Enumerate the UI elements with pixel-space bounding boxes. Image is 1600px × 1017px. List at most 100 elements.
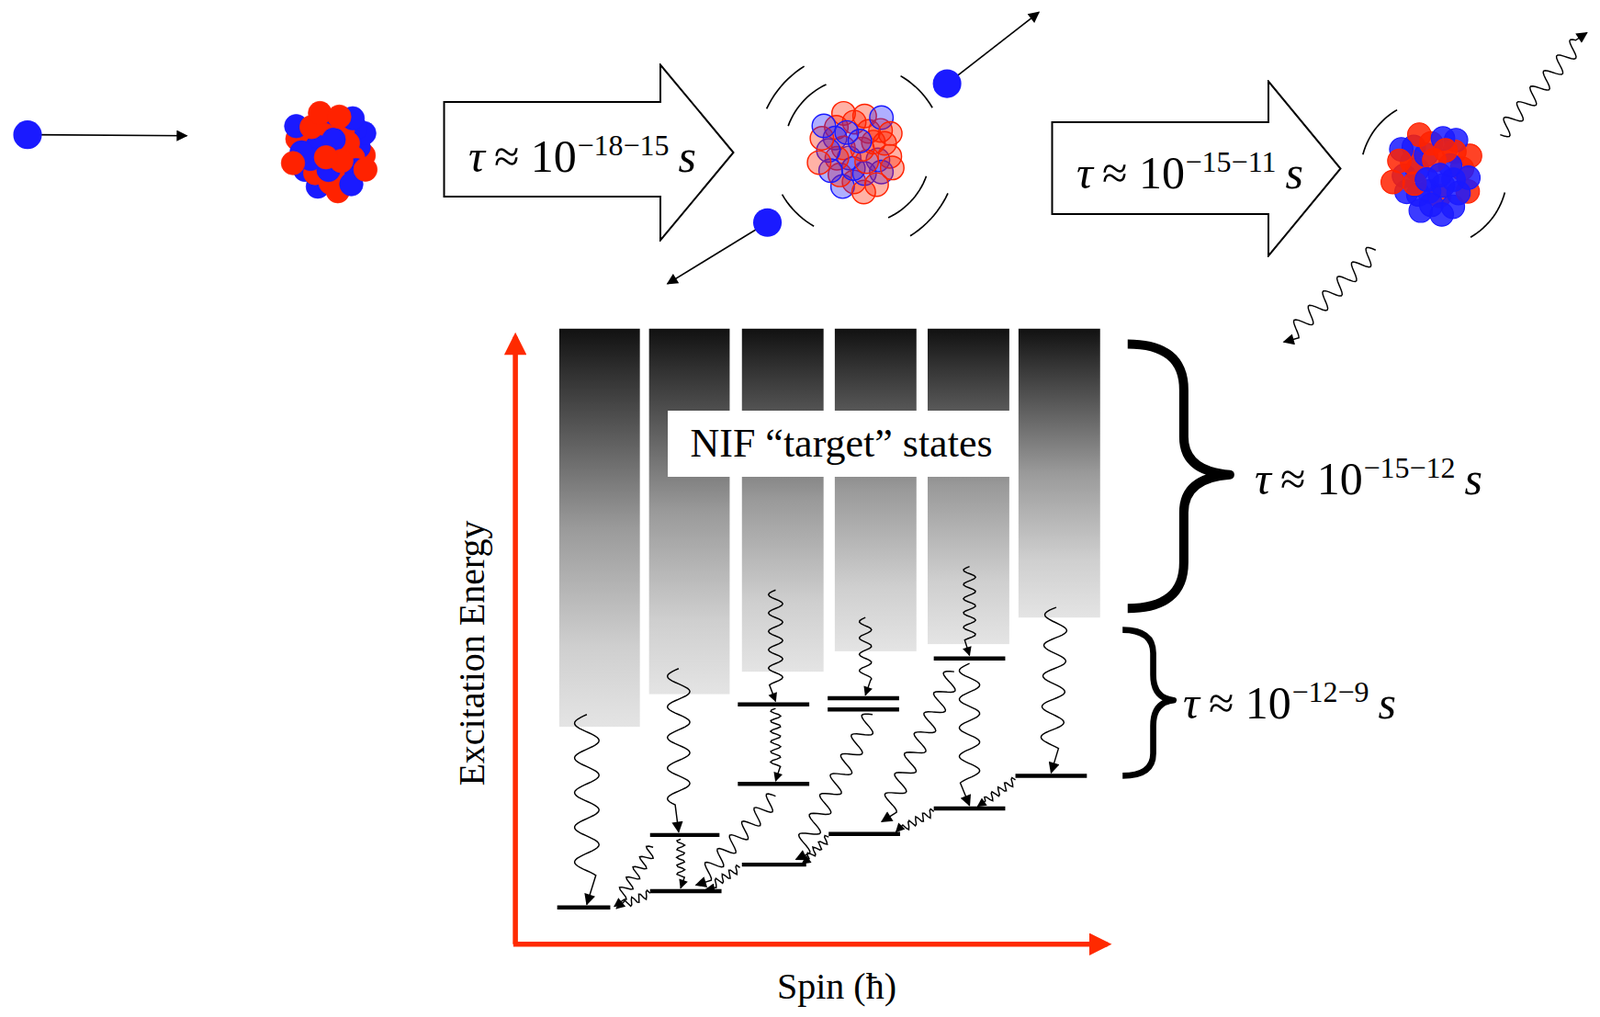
node-text: NIF “target” states — [689, 423, 992, 464]
node-text: s — [1284, 149, 1303, 196]
nucleon — [878, 122, 902, 147]
vibration-arc — [782, 194, 815, 227]
gamma-ray — [1499, 33, 1587, 137]
text-row: τ≈ 10−15−11s — [1076, 149, 1304, 196]
nucleon — [1387, 148, 1412, 173]
node-text: s — [678, 133, 697, 180]
gamma-ray — [768, 589, 784, 701]
gamma-ray — [796, 713, 874, 859]
gamma-ray — [616, 890, 651, 909]
level-line — [828, 832, 901, 836]
level-line — [650, 889, 722, 893]
level-line — [737, 701, 810, 706]
vibration-arc — [910, 192, 948, 236]
nucleon — [281, 151, 305, 176]
nucleus — [807, 101, 904, 204]
gamma-ray — [963, 566, 976, 656]
level-line — [827, 696, 900, 700]
particle-track — [667, 222, 768, 284]
label-text: s — [1464, 455, 1483, 502]
node-text: ≈ 10 — [1102, 149, 1185, 196]
gamma-ray — [1284, 247, 1376, 342]
label-text: τ — [1254, 455, 1272, 502]
nucleon — [1428, 163, 1453, 188]
text-row: NIF “target” states — [689, 423, 992, 464]
lifetime-label: τ≈ 10−12−9 s — [1183, 679, 1397, 726]
exponent-text: −12−9 — [1291, 676, 1369, 707]
nucleon — [807, 150, 832, 175]
state-band — [927, 328, 1010, 644]
label-text: s — [1378, 679, 1397, 726]
exponent-text: −15−11 — [1185, 146, 1277, 177]
text-row: τ≈ 10−18−15s — [468, 133, 697, 180]
nucleon — [1433, 138, 1458, 163]
label-text: τ — [1183, 679, 1200, 726]
vibration-arc — [788, 84, 826, 126]
gamma-ray — [958, 663, 980, 805]
state-band — [1018, 328, 1101, 618]
level-line — [737, 781, 810, 786]
gamma-ray — [574, 714, 600, 905]
gamma-ray — [1040, 607, 1067, 773]
vibration-arc — [888, 176, 926, 218]
gamma-ray — [977, 777, 1015, 806]
vibration-arc — [901, 76, 934, 109]
nucleus — [281, 101, 377, 203]
level-line — [1015, 773, 1088, 778]
process-arrow: τ≈ 10−15−11s — [1050, 79, 1342, 258]
label-text: ≈ 10 — [1208, 679, 1292, 726]
axis-label: Spin (ħ) — [777, 968, 897, 1005]
arrow-shape — [1052, 81, 1341, 257]
level-lines — [557, 658, 1088, 908]
neutron-ball — [12, 120, 42, 149]
level-line — [934, 806, 1006, 811]
level-line — [742, 862, 807, 867]
vibration-arc — [766, 66, 805, 109]
nucleus — [1381, 123, 1483, 226]
label-text: ≈ 10 — [1280, 455, 1364, 502]
state-band — [559, 328, 641, 727]
scaled-group — [12, 11, 1587, 944]
gamma-ray — [706, 865, 741, 890]
gamma-ray — [896, 809, 935, 833]
node-text: τ — [468, 133, 485, 180]
nucleon — [1430, 202, 1454, 227]
gamma-ray — [859, 617, 872, 695]
spin-axis — [513, 941, 1108, 947]
state-band — [742, 328, 824, 672]
lifetime-label: τ≈ 10−15−12 s — [1254, 455, 1483, 502]
nucleon — [327, 104, 352, 129]
level-line — [934, 655, 1006, 660]
energy-axis — [512, 337, 519, 945]
neutron-ball — [933, 69, 962, 99]
gamma-ray — [881, 671, 956, 823]
curly-brace — [1122, 630, 1174, 777]
gamma-ray — [676, 838, 686, 888]
neutron-ball — [753, 208, 782, 237]
vibration-arc — [1470, 192, 1505, 238]
nucleon — [865, 172, 890, 197]
process-arrow: τ≈ 10−18−15s — [442, 63, 735, 242]
level-line — [650, 833, 721, 837]
gamma-ray — [667, 668, 690, 833]
gamma-ray — [614, 845, 654, 907]
axis-label: Excitation Energy — [452, 519, 490, 786]
node-text: τ — [1076, 149, 1093, 196]
exponent-text: −18−15 — [576, 130, 669, 160]
nucleon — [314, 145, 339, 170]
state-band — [649, 328, 731, 695]
exponent-text: −15−12 — [1363, 452, 1455, 483]
curly-brace — [1127, 343, 1230, 609]
gamma-ray — [696, 793, 777, 885]
gamma-transitions — [574, 33, 1588, 909]
state-bands — [559, 328, 1101, 727]
particle-track — [946, 11, 1039, 84]
nucleon — [353, 157, 378, 182]
particle-track — [30, 135, 187, 136]
level-line — [557, 905, 611, 910]
arrow-shape — [444, 65, 734, 241]
gamma-ray — [770, 708, 781, 781]
nucleon — [834, 120, 859, 145]
